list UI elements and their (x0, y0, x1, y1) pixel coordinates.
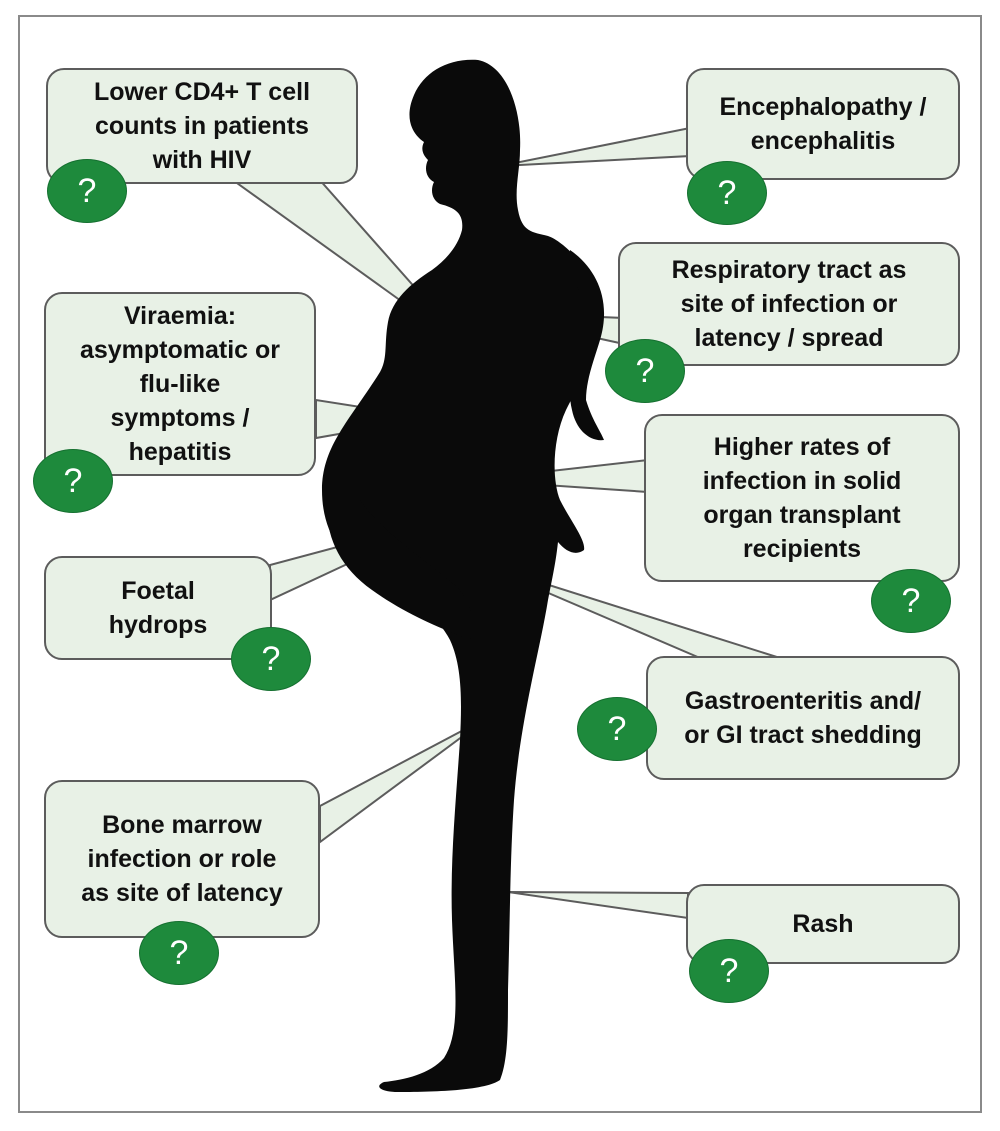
callout-marrow-line1: Bone marrow (102, 811, 262, 839)
callout-transplant: Higher rates of infection in solid organ… (644, 414, 960, 582)
callout-respiratory-line3: latency / spread (694, 324, 884, 352)
callout-respiratory-line1: Respiratory tract as (671, 256, 907, 284)
pointer-marrow (319, 715, 491, 844)
callout-respiratory-line2: site of infection or (680, 290, 898, 318)
callout-rash-line1: Rash (792, 910, 854, 938)
pregnant-silhouette (322, 59, 601, 1092)
silhouette-thigh (326, 470, 473, 640)
pointer-rash (507, 891, 689, 920)
pointer-encephalopathy (499, 126, 691, 167)
callout-viraemia-line5: hepatitis (128, 438, 232, 466)
callout-gastro-line2: or GI tract shedding (684, 721, 922, 749)
callout-hydrops-line1: Foetal (121, 577, 195, 605)
callout-encephalopathy: Encephalopathy / encephalitis (686, 68, 960, 180)
question-badge-encephalopathy[interactable]: ? (688, 162, 766, 224)
callout-marrow-line3: as site of latency (81, 879, 283, 907)
callout-encephalopathy-line1: Encephalopathy / (719, 93, 927, 121)
question-badge-transplant[interactable]: ? (872, 570, 950, 632)
callout-viraemia-line3: flu-like (139, 370, 221, 398)
callout-transplant-line4: recipients (742, 535, 862, 563)
callout-transplant-line2: infection in solid (702, 467, 902, 495)
callout-encephalopathy-line2: encephalitis (750, 127, 896, 155)
question-badge-respiratory[interactable]: ? (606, 340, 684, 402)
callout-cd4-line2: counts in patients (95, 112, 309, 140)
callout-hydrops-line2: hydrops (108, 611, 208, 639)
question-badge-rash[interactable]: ? (690, 940, 768, 1002)
callout-viraemia-line1: Viraemia: (123, 302, 237, 330)
callout-viraemia-line2: asymptomatic or (79, 336, 281, 364)
callout-gastro-line1: Gastroenteritis and/ (684, 687, 922, 715)
silhouette-arm (568, 250, 605, 441)
callout-transplant-line3: organ transplant (703, 501, 901, 529)
question-badge-marrow[interactable]: ? (140, 922, 218, 984)
callout-marrow-line2: infection or role (87, 845, 277, 873)
callout-cd4-line3: with HIV (152, 146, 252, 174)
callout-viraemia-line4: symptoms / (110, 404, 250, 432)
question-badge-viraemia[interactable]: ? (34, 450, 112, 512)
question-badge-hydrops[interactable]: ? (232, 628, 310, 690)
callout-gastro: Gastroenteritis and/ or GI tract sheddin… (646, 656, 960, 780)
callout-hydrops: Foetal hydrops (44, 556, 272, 660)
callout-marrow: Bone marrow infection or role as site of… (44, 780, 320, 938)
question-badge-gastro[interactable]: ? (578, 698, 656, 760)
callout-viraemia: Viraemia: asymptomatic or flu-like sympt… (44, 292, 316, 476)
question-badge-cd4[interactable]: ? (48, 160, 126, 222)
callout-cd4-line1: Lower CD4+ T cell (93, 78, 311, 106)
callout-respiratory: Respiratory tract as site of infection o… (618, 242, 960, 366)
callout-transplant-line1: Higher rates of (713, 433, 891, 461)
